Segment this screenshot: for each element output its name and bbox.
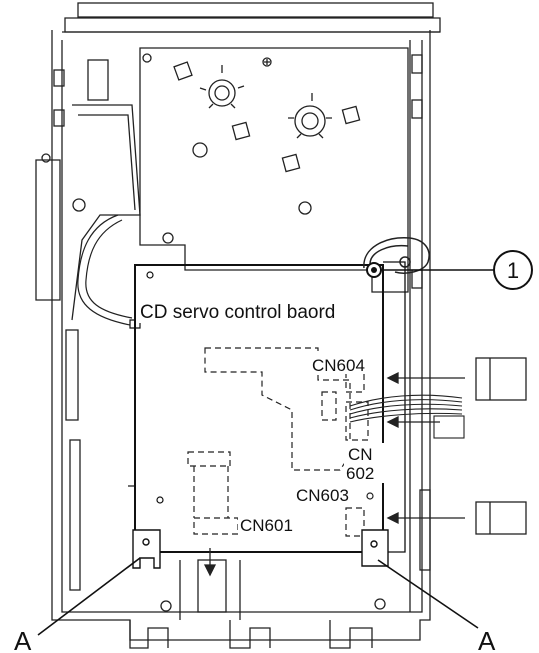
a-label-left: A [14,626,32,653]
board-label: CD servo control baord [140,302,335,323]
screw-1 [366,262,382,278]
callout-1: 1 [381,250,533,290]
cn602-label-line2: 602 [346,464,374,483]
ribbon-cable [77,214,133,326]
wire-harness [349,394,465,439]
chassis-frame [35,2,441,649]
cn601-label: CN601 [240,516,293,535]
mechanism-plate [71,47,409,321]
dashed-outlines [187,347,369,537]
cn602-label-line1: CN [348,445,373,464]
plug-connectors [475,357,527,535]
callout-1-label: 1 [507,258,519,283]
a-label-right: A [478,626,496,653]
text-labels: CD servo control baord CN604 CN 602 CN60… [14,301,496,653]
cn603-label: CN603 [296,486,349,505]
a-leaders [37,557,479,636]
connector-arrows [203,371,465,577]
cn604-label: CN604 [312,356,365,375]
clamp-bracket [363,237,430,274]
